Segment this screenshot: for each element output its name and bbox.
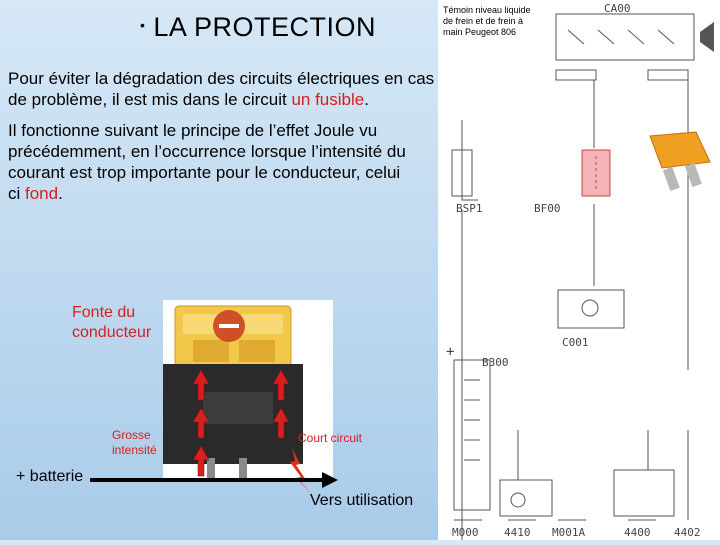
title-text: LA PROTECTION — [153, 12, 376, 42]
para2-start: ci — [8, 184, 25, 203]
c001-box — [557, 289, 625, 329]
sch-c001: C001 — [562, 336, 589, 349]
schema-caption: Témoin niveau liquide de frein et de fre… — [443, 5, 553, 38]
temoin-line2: de frein et de frein à — [443, 16, 524, 26]
circuit-wire — [90, 448, 338, 494]
fuse-photo — [163, 300, 333, 480]
lightning-icon — [290, 448, 312, 494]
slide-title: • LA PROTECTION — [140, 12, 376, 43]
fonte-line2: conducteur — [72, 324, 152, 341]
sch-b300: B300 — [482, 356, 509, 369]
para1-end: . — [364, 90, 369, 109]
para1-highlight: un fusible — [291, 90, 365, 109]
label-grosse-intensite: Grosse intensité — [112, 428, 157, 458]
sch-plus: + — [446, 344, 454, 360]
wire-arrow-icon — [322, 472, 338, 488]
temoin-line1: Témoin niveau liquide — [443, 5, 531, 15]
grosse-line2: intensité — [112, 443, 157, 457]
fuse-cell-left — [193, 340, 229, 362]
paragraph-joule: Il fonctionne suivant le principe de l’e… — [8, 120, 438, 204]
para2-line: ci fond. — [8, 183, 438, 204]
red-arrow-icon — [192, 369, 210, 401]
sch-4402: 4402 — [674, 526, 701, 539]
para2-end: . — [58, 184, 63, 203]
para1-text: Pour éviter la dégradation des circuits … — [8, 69, 435, 109]
para2-line: précédemment, en l’occurrence lorsque l’… — [8, 142, 406, 161]
red-arrow-icon — [272, 407, 290, 439]
para2-line: courant est trop importante pour le cond… — [8, 163, 401, 182]
label-batterie: + batterie — [16, 468, 84, 485]
sch-m000: M000 — [452, 526, 479, 539]
label-vers-utilisation: Vers utilisation — [310, 492, 414, 509]
red-arrow-icon — [192, 407, 210, 439]
melt-bar — [219, 324, 239, 328]
blade-fuse-body — [649, 131, 711, 169]
blade-pin-left — [662, 166, 680, 191]
relay-label — [203, 392, 273, 424]
sch-4400: 4400 — [624, 526, 651, 539]
temoin-line3: main Peugeot 806 — [443, 27, 517, 37]
horn-icon — [700, 22, 714, 52]
sch-bsp1: BSP1 — [456, 202, 483, 215]
sch-bf00: BF00 — [534, 202, 561, 215]
paragraph-fuse-intro: Pour éviter la dégradation des circuits … — [8, 68, 438, 110]
para2-highlight: fond — [25, 184, 59, 203]
title-bullet: • — [140, 17, 146, 33]
fonte-line1: Fonte du — [72, 304, 136, 321]
fuse-cell-right — [239, 340, 275, 362]
label-fonte-conducteur: Fonte du conducteur — [72, 303, 151, 343]
para2-line: Il fonctionne suivant le principe de l’e… — [8, 121, 378, 140]
blade-fuse-icon — [649, 131, 711, 191]
sch-m001a: M001A — [552, 526, 585, 539]
red-arrow-icon — [272, 369, 290, 401]
wiring-schematic: CA00 BSP1 BF00 B300 C001 + M000 4410 M00… — [438, 0, 720, 540]
pin-left — [207, 458, 215, 480]
sch-ca00: CA00 — [604, 2, 631, 15]
sch-4410: 4410 — [504, 526, 531, 539]
schematic-drawing: CA00 BSP1 BF00 B300 C001 + M000 4410 M00… — [446, 2, 714, 540]
grosse-line1: Grosse — [112, 428, 151, 442]
red-arrow-icon — [192, 445, 210, 477]
pin-right — [239, 458, 247, 480]
label-court-circuit: Court circuit — [298, 431, 363, 445]
ca00-box — [555, 13, 695, 61]
blade-pin-right — [684, 162, 702, 187]
